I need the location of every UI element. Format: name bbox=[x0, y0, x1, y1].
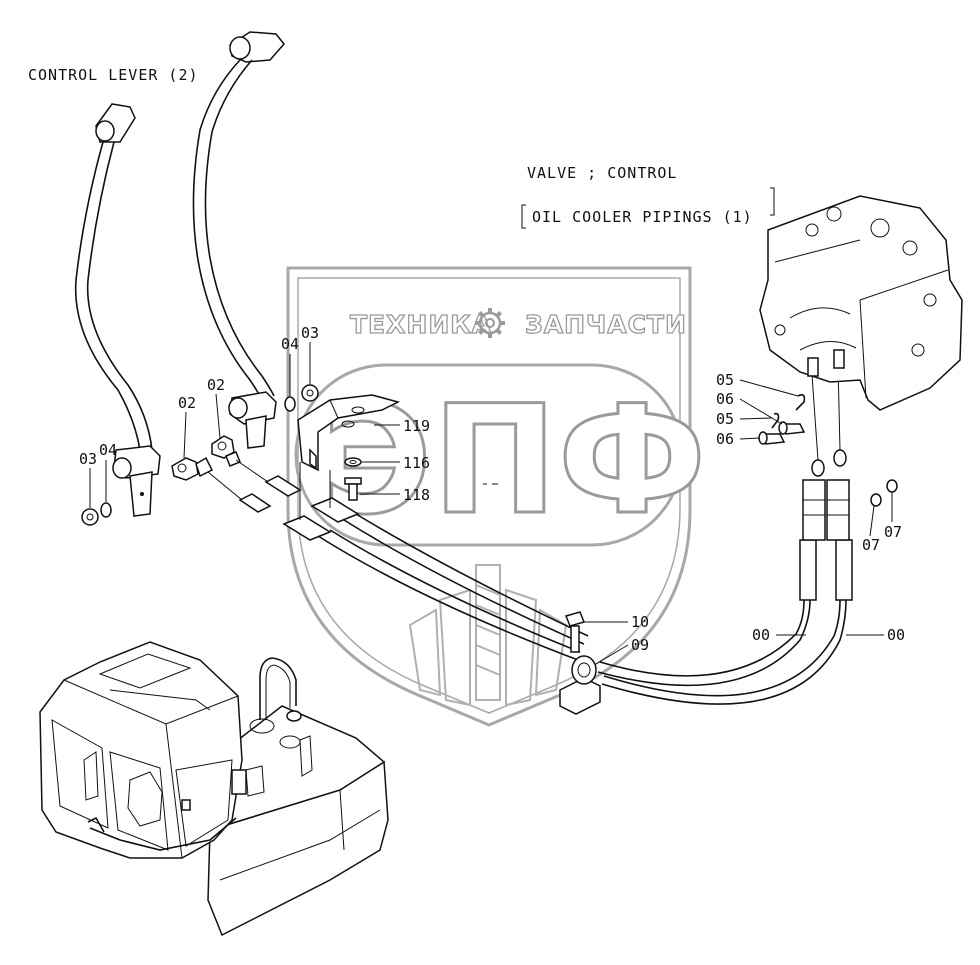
control-lever-right bbox=[192, 31, 285, 449]
watermark-brand-right: ЗАПЧАСТИ bbox=[525, 310, 687, 339]
callout-06-a: 06 bbox=[716, 390, 734, 408]
callout-116: 116 bbox=[403, 454, 430, 472]
washer-07-b bbox=[886, 479, 898, 493]
ball-joint-02-mid bbox=[211, 435, 241, 467]
callout-02-mid: 02 bbox=[207, 376, 225, 394]
washer-04-left bbox=[100, 502, 112, 518]
watermark-sheaf bbox=[408, 564, 568, 707]
callout-04-mid: 04 bbox=[281, 335, 299, 353]
watermark-brand-left: ТЕХНИКА bbox=[350, 310, 492, 339]
callout-09: 09 bbox=[631, 636, 649, 654]
callouts: 03 04 02 02 04 03 119 116 118 05 06 05 0… bbox=[79, 324, 905, 665]
pin-06-b bbox=[758, 431, 786, 445]
washer-04-mid bbox=[284, 396, 296, 412]
excavator-cab bbox=[39, 641, 389, 937]
oil-cooler-pipings-label: OIL COOLER PIPINGS (1) bbox=[532, 208, 753, 226]
washer-116 bbox=[344, 457, 362, 467]
callout-07-b: 07 bbox=[884, 523, 902, 541]
callout-07-a: 07 bbox=[862, 536, 880, 554]
control-cables bbox=[207, 364, 853, 705]
control-valve bbox=[759, 195, 963, 411]
callout-00-right: 00 bbox=[887, 626, 905, 644]
label-bracket-left bbox=[521, 204, 526, 229]
callout-00-left: 00 bbox=[752, 626, 770, 644]
nut-03-mid bbox=[301, 384, 319, 402]
pin-06-a bbox=[778, 421, 806, 435]
gear-icon bbox=[475, 308, 505, 338]
bracket-119 bbox=[297, 394, 401, 472]
clamp-09 bbox=[559, 655, 601, 715]
callout-119: 119 bbox=[403, 417, 430, 435]
clip-05-a bbox=[795, 394, 806, 411]
callout-02-left: 02 bbox=[178, 394, 196, 412]
callout-05-a: 05 bbox=[716, 371, 734, 389]
callout-04-left: 04 bbox=[99, 441, 117, 459]
clip-05-b bbox=[771, 412, 780, 429]
callout-03-left: 03 bbox=[79, 450, 97, 468]
ball-joint-02-left bbox=[171, 456, 214, 481]
valve-control-label: VALVE ; CONTROL bbox=[527, 164, 677, 182]
washer-07-a bbox=[870, 493, 882, 507]
nut-03-left bbox=[81, 508, 99, 526]
callout-10: 10 bbox=[631, 613, 649, 631]
callout-05-b: 05 bbox=[716, 410, 734, 428]
callout-118: 118 bbox=[403, 486, 430, 504]
callout-06-b: 06 bbox=[716, 430, 734, 448]
control-lever-left bbox=[74, 103, 161, 517]
control-lever-label: CONTROL LEVER (2) bbox=[28, 66, 199, 84]
label-bracket-right bbox=[770, 187, 775, 216]
bolt-118 bbox=[344, 477, 362, 501]
callout-03-mid: 03 bbox=[301, 324, 319, 342]
